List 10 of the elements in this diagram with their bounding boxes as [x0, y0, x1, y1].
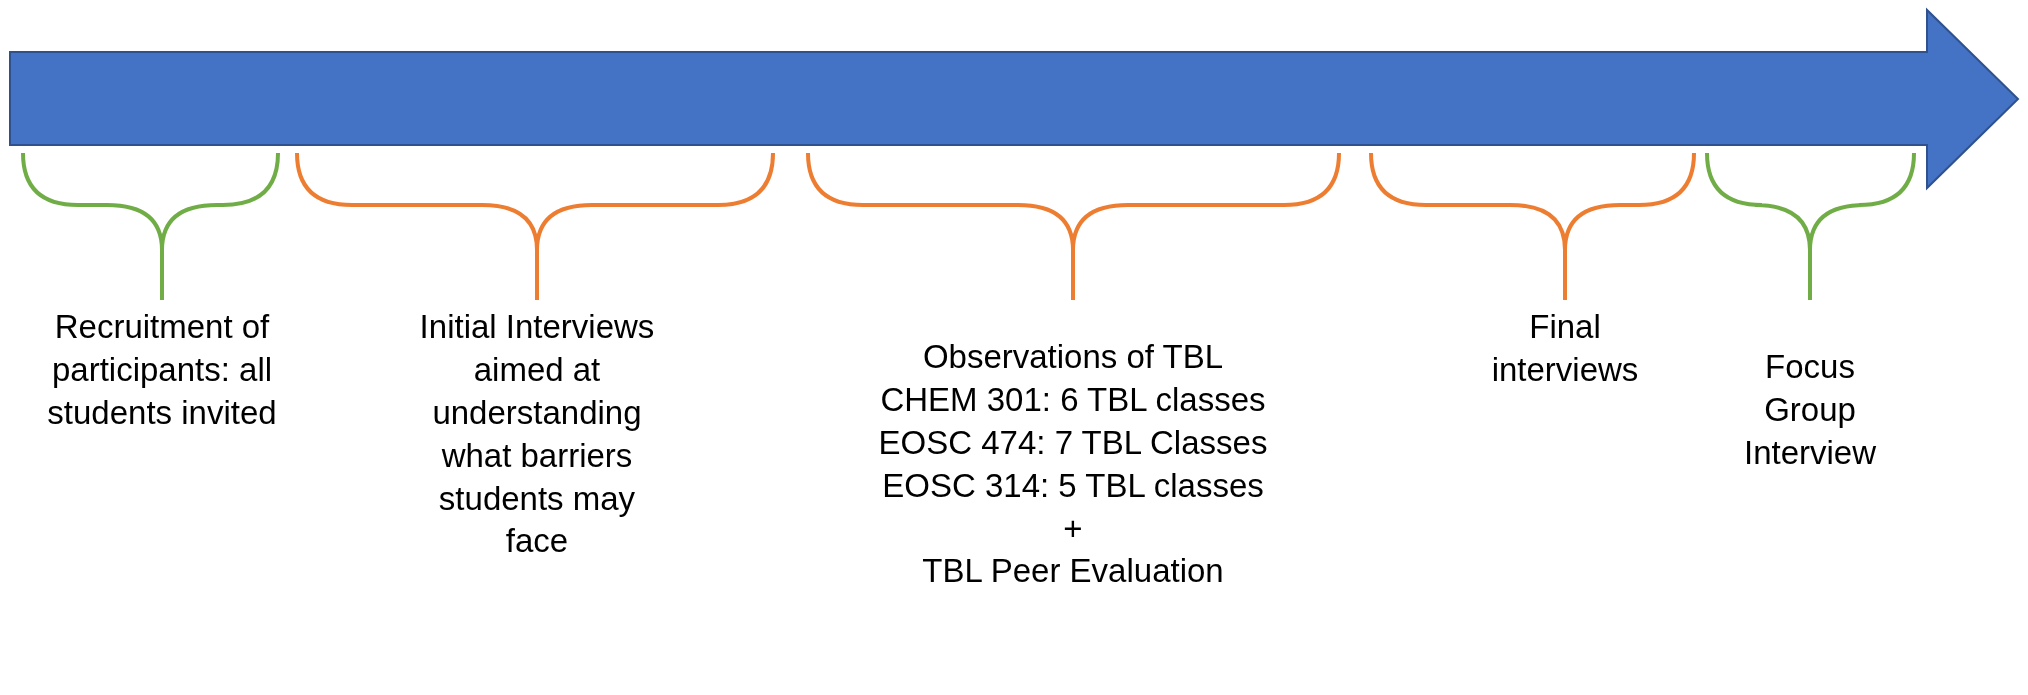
phase-label: CHEM 301: 6 TBL classes [880, 379, 1266, 420]
phase-label: Recruitment of participants: all students invited [46, 307, 278, 433]
phase-label: Observations of TBL [922, 337, 1224, 377]
phase-label: + [1063, 508, 1083, 549]
phase-label: TBL Peer Evaluation [922, 551, 1224, 592]
phase-label: EOSC 314: 5 TBL classes [882, 465, 1264, 506]
phase-label: Focus Group Interview [1742, 347, 1878, 473]
phase-label: Initial Interviews aimed at understanding what barriers students may face [418, 307, 656, 562]
phase-label: EOSC 474: 7 TBL Classes [878, 422, 1268, 463]
phase-label: Final interviews [1490, 307, 1640, 390]
